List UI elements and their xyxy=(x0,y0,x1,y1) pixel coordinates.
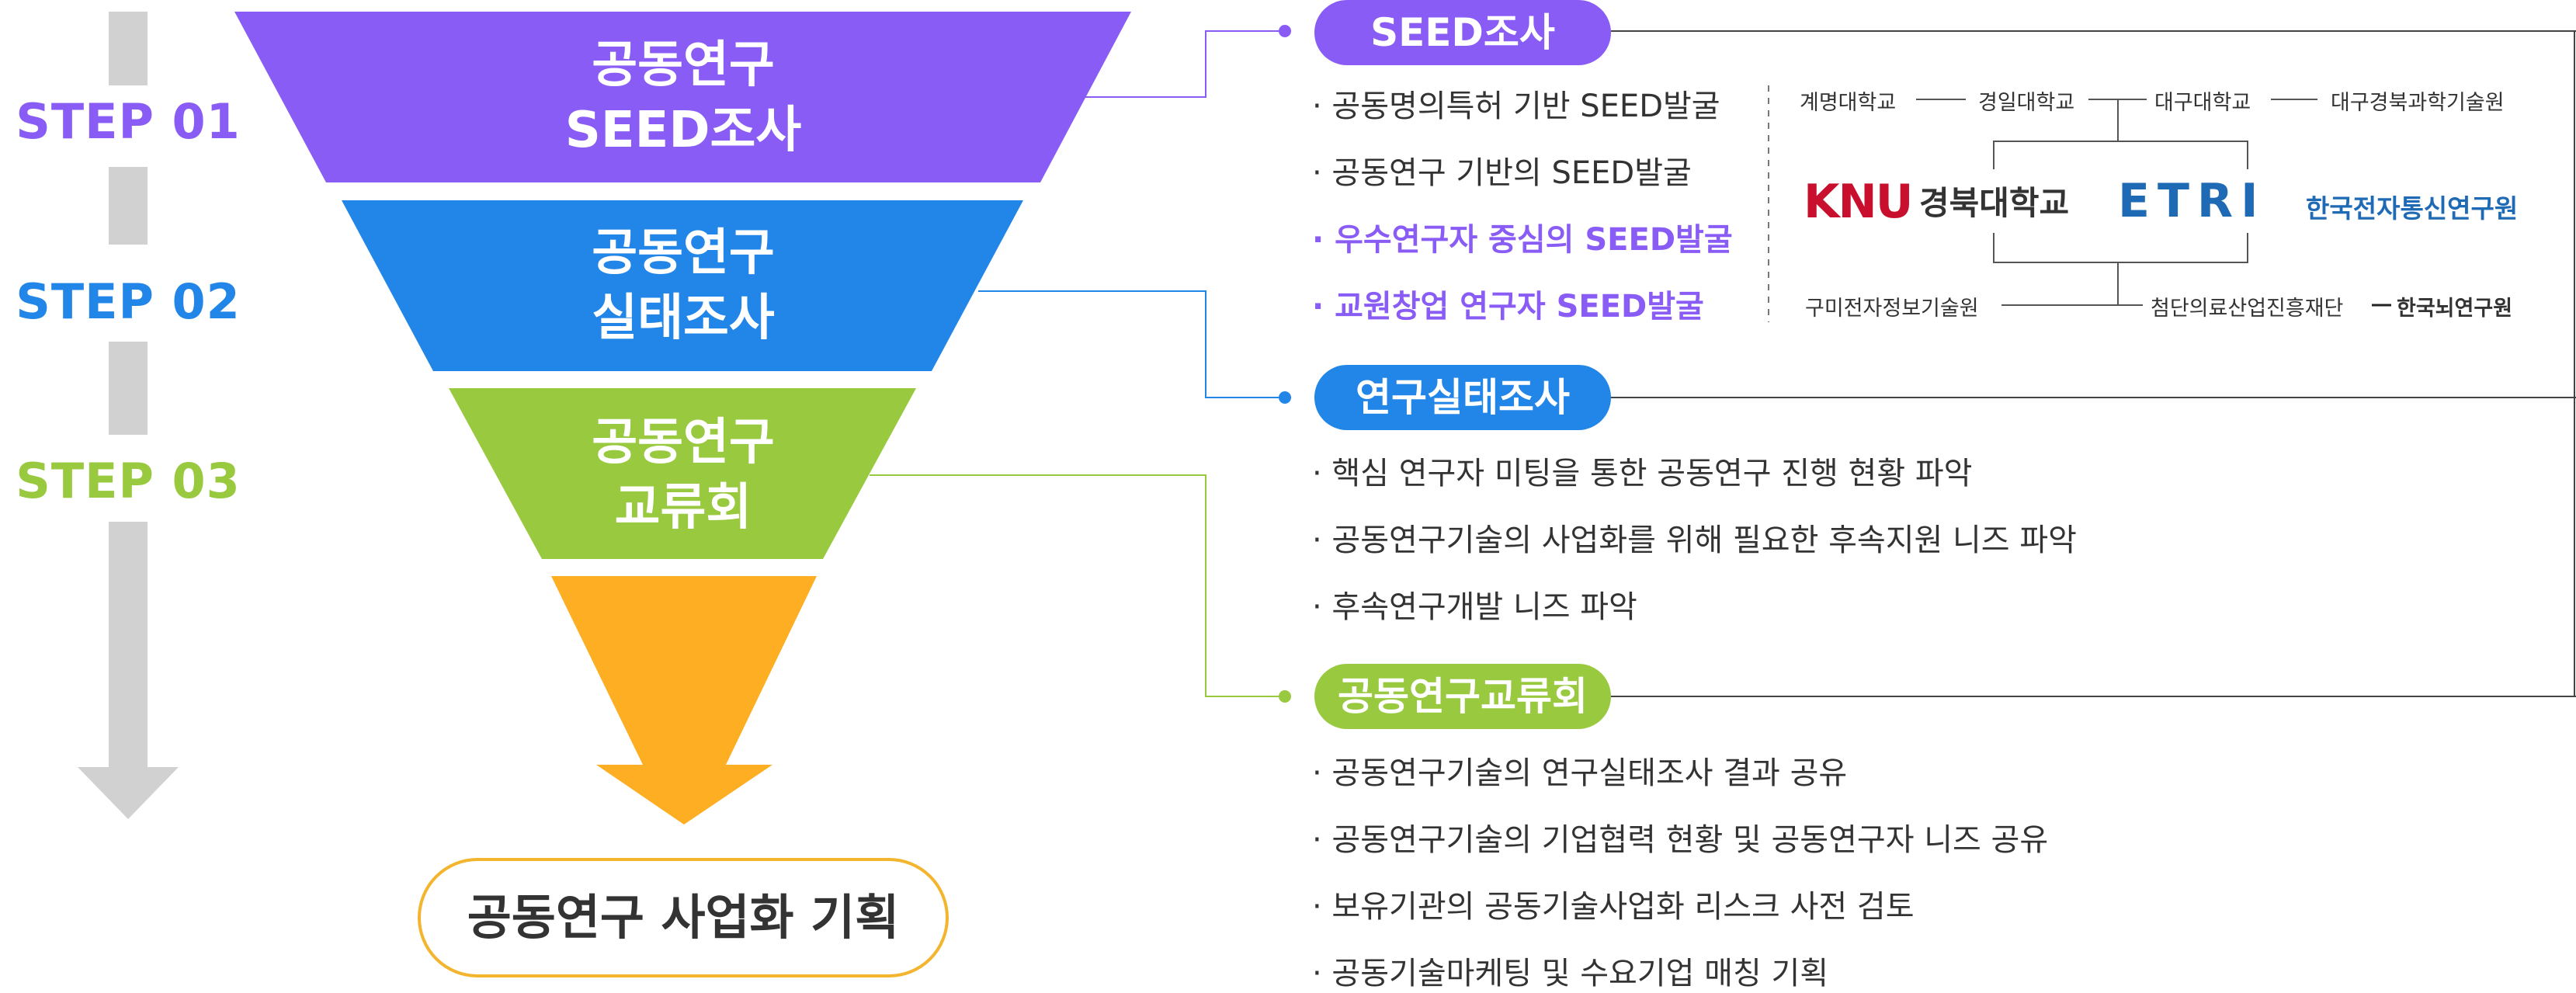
seed-section-title: SEED조사 xyxy=(1314,0,1611,65)
funnel-arrow-bottom xyxy=(551,576,817,825)
seed-bullet-highlight: · 교원창업 연구자 SEED발굴 xyxy=(1312,289,1704,325)
funnel-step-1-text: 공동연구 SEED조사 xyxy=(450,33,916,163)
funnel-step-3-line1: 공동연구 xyxy=(592,414,775,471)
step-03-label: STEP 03 xyxy=(16,453,241,509)
exchange-bullet: · 공동기술마케팅 및 수요기업 매칭 기획 xyxy=(1312,956,1829,991)
arrow-segment xyxy=(109,167,148,245)
institution-daegu: 대구대학교 xyxy=(2154,91,2251,115)
step-02-label: STEP 02 xyxy=(16,273,241,330)
connector-survey xyxy=(978,290,1285,398)
arrow-segment xyxy=(109,12,148,85)
arrow-segment xyxy=(109,522,148,770)
institution-keimyung: 계명대학교 xyxy=(1800,91,1897,115)
exchange-section-title: 공동연구교류회 xyxy=(1314,664,1611,729)
connector-dot xyxy=(1279,391,1291,404)
exchange-bullet: · 공동연구기술의 기업협력 현황 및 공동연구자 니즈 공유 xyxy=(1312,822,2049,858)
knu-name: 경북대학교 xyxy=(1919,184,2070,222)
funnel-step-2-line1: 공동연구 xyxy=(592,224,775,282)
funnel-step-1-line2: SEED조사 xyxy=(564,102,802,159)
arrow-segment xyxy=(109,342,148,435)
connector-dot xyxy=(1279,690,1291,703)
funnel-step-1 xyxy=(234,12,1131,182)
exchange-bullet: · 공동연구기술의 연구실태조사 결과 공유 xyxy=(1312,755,1848,791)
connector-dot xyxy=(1279,25,1291,37)
network-line xyxy=(1993,233,2248,263)
etri-logo: ETRI xyxy=(2118,174,2266,228)
survey-bullet: · 후속연구개발 니즈 파악 xyxy=(1312,589,1637,625)
institution-kbri: 한국뇌연구원 xyxy=(2397,297,2513,321)
exchange-bullet: · 보유기관의 공동기술사업화 리스크 사전 검토 xyxy=(1312,889,1915,925)
down-arrow-head xyxy=(78,767,179,819)
network-line xyxy=(1993,141,2248,169)
seed-bullet: · 공동연구 기반의 SEED발굴 xyxy=(1312,155,1692,191)
funnel-step-2 xyxy=(342,200,1023,371)
etri-name: 한국전자통신연구원 xyxy=(2306,193,2519,224)
institution-gumi: 구미전자정보기술원 xyxy=(1805,297,1979,321)
institution-dgist: 대구경북과학기술원 xyxy=(2331,91,2505,115)
survey-section-title: 연구실태조사 xyxy=(1314,365,1611,430)
connector-seed xyxy=(1081,30,1285,98)
step-01-label: STEP 01 xyxy=(16,93,241,150)
seed-bullet-highlight: · 우수연구자 중심의 SEED발굴 xyxy=(1312,222,1733,258)
funnel-step-1-line1: 공동연구 xyxy=(592,36,775,94)
funnel-step-2-text: 공동연구 실태조사 xyxy=(450,220,916,351)
institution-kyungil: 경일대학교 xyxy=(1978,91,2075,115)
survey-bullet: · 공동연구기술의 사업화를 위해 필요한 후속지원 니즈 파악 xyxy=(1312,523,2077,558)
funnel-step-2-line2: 실태조사 xyxy=(592,290,775,347)
funnel-step-3 xyxy=(449,388,916,559)
survey-bullet: · 핵심 연구자 미팅을 통한 공동연구 진행 현황 파악 xyxy=(1312,456,1973,491)
funnel-step-3-line2: 교류회 xyxy=(614,479,752,536)
final-outcome-box: 공동연구 사업화 기획 xyxy=(418,858,949,977)
connector-exchange xyxy=(870,474,1285,697)
institution-dgmif: 첨단의료산업진흥재단 xyxy=(2151,297,2344,321)
knu-logo: KNU xyxy=(1804,175,1913,229)
funnel-step-3-text: 공동연구 교류회 xyxy=(450,410,916,540)
seed-bullet: · 공동명의특허 기반 SEED발굴 xyxy=(1312,89,1720,124)
